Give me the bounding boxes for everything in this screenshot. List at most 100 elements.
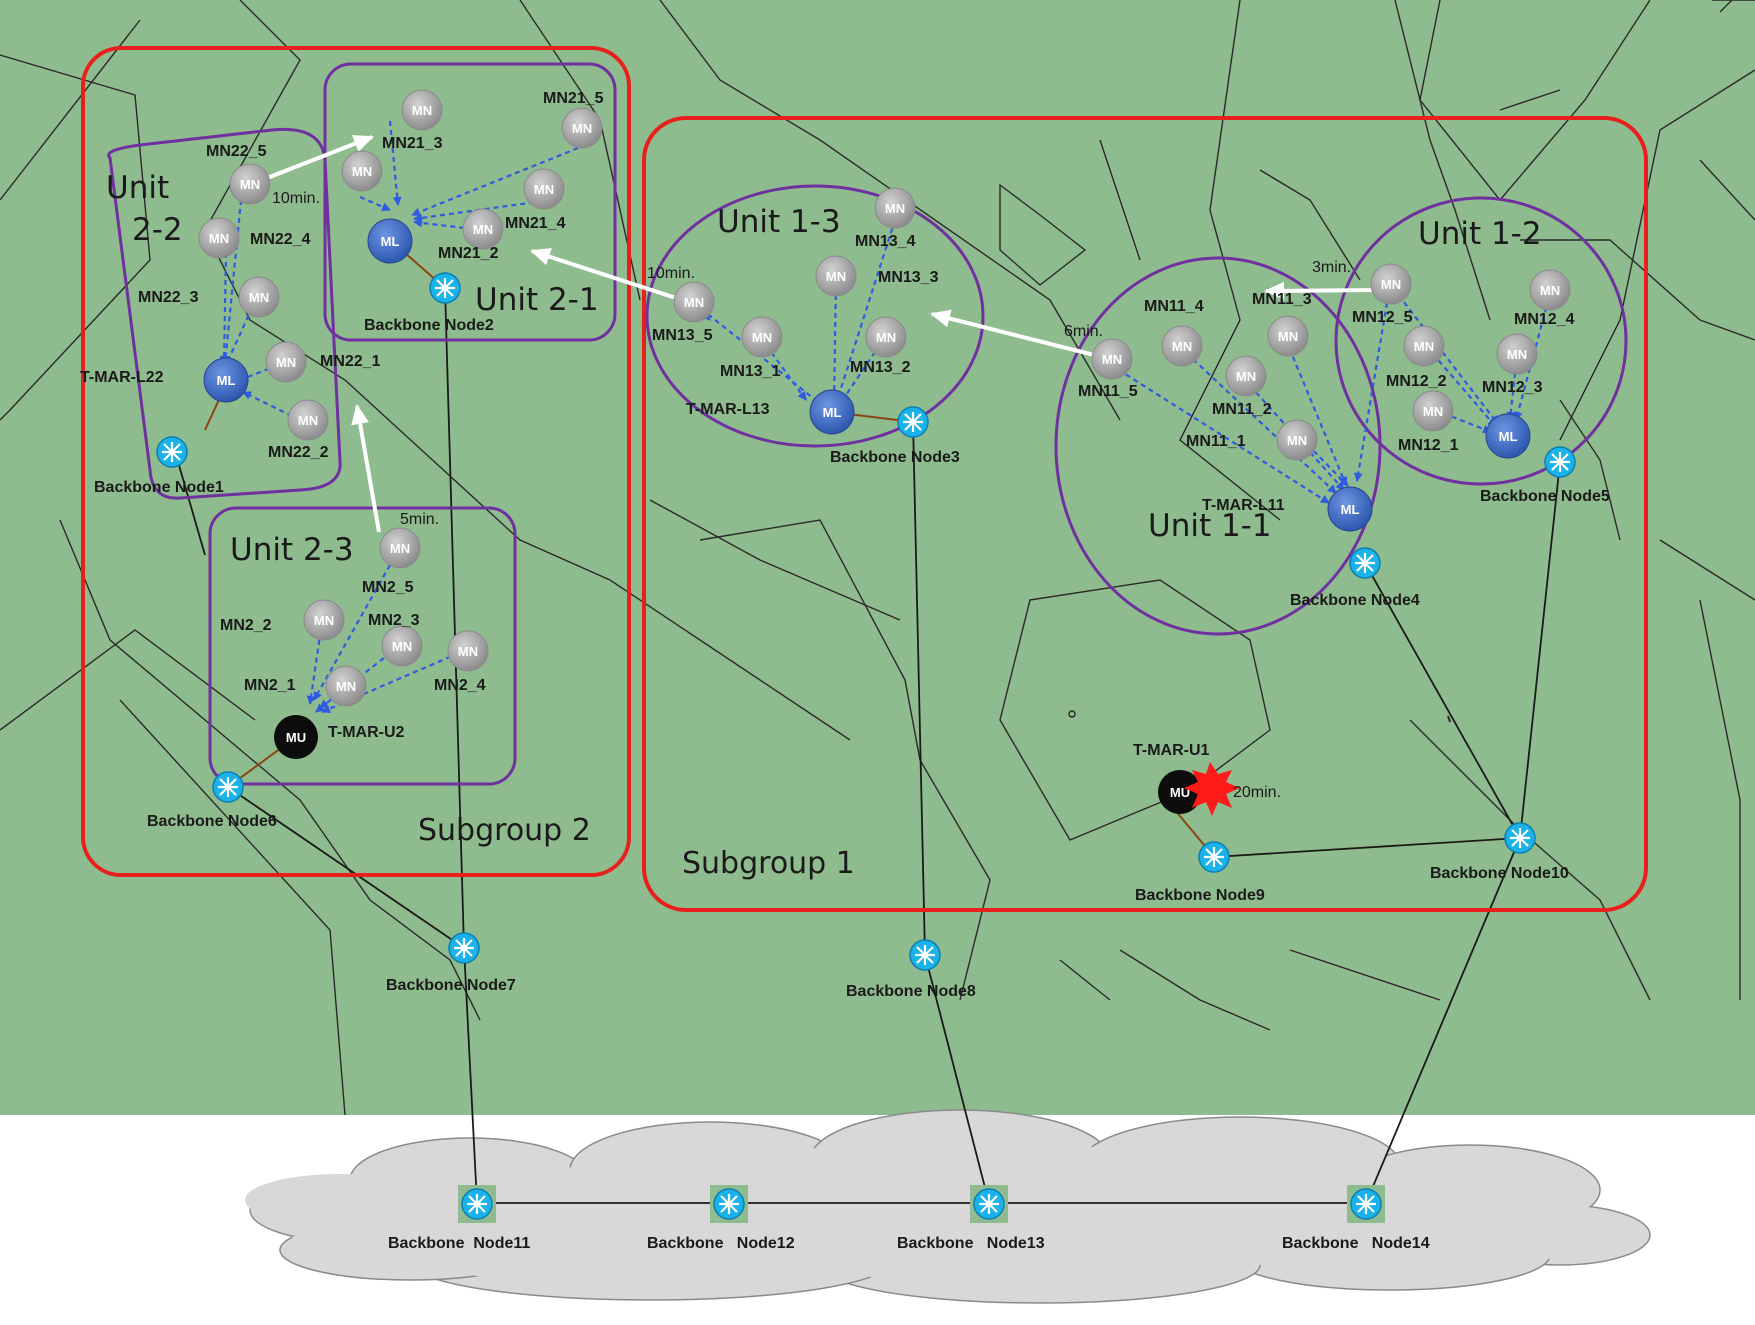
backbone-labels: Backbone Node1 Backbone Node2 Backbone N… bbox=[94, 317, 1610, 1252]
mar-label: T-MAR-L13 bbox=[686, 401, 770, 418]
svg-text:MU: MU bbox=[1170, 785, 1190, 800]
time-label: 5min. bbox=[400, 511, 439, 528]
backbone-label: Backbone Node7 bbox=[386, 977, 516, 994]
mar-label: T-MAR-U2 bbox=[328, 724, 405, 741]
svg-text:MN: MN bbox=[352, 164, 372, 179]
backbone-label: Backbone Node2 bbox=[364, 317, 494, 334]
unit-2-2-title-line2: 2-2 bbox=[132, 212, 183, 248]
backbone-label: Backbone Node3 bbox=[830, 449, 960, 466]
svg-text:MN: MN bbox=[240, 177, 260, 192]
node-label: MN12_3 bbox=[1482, 379, 1543, 396]
time-label: 20min. bbox=[1233, 784, 1281, 801]
svg-text:MN: MN bbox=[390, 541, 410, 556]
svg-text:MN: MN bbox=[1172, 339, 1192, 354]
mobile-nodes: MN MN MN MN MN MN MN MN MN MN MN MN MN M… bbox=[198, 89, 1571, 707]
subgroup-2-title: Subgroup 2 bbox=[418, 813, 591, 848]
node-label: MN13_1 bbox=[720, 363, 781, 380]
svg-text:MN: MN bbox=[876, 330, 896, 345]
backbone-label: Backbone Node8 bbox=[846, 983, 976, 1000]
backbone-label: Backbone Node12 bbox=[647, 1235, 795, 1252]
node-label: MN13_3 bbox=[878, 269, 939, 286]
map-background bbox=[0, 0, 1755, 1115]
svg-text:ML: ML bbox=[1341, 502, 1360, 517]
backbone-label: Backbone Node5 bbox=[1480, 488, 1610, 505]
node-label: MN2_3 bbox=[368, 612, 420, 629]
mar-label: T-MAR-U1 bbox=[1133, 742, 1210, 759]
svg-text:MN: MN bbox=[1507, 347, 1527, 362]
svg-text:ML: ML bbox=[217, 373, 236, 388]
time-label: 10min. bbox=[272, 190, 320, 207]
unit-2-1-title: Unit 2-1 bbox=[475, 282, 599, 318]
time-label: 6min. bbox=[1064, 323, 1103, 340]
unit-2-3-title: Unit 2-3 bbox=[230, 532, 354, 568]
node-label: MN11_2 bbox=[1212, 401, 1272, 418]
svg-text:MN: MN bbox=[1423, 404, 1443, 419]
node-label: MN11_3 bbox=[1252, 291, 1312, 308]
node-label: MN11_1 bbox=[1186, 433, 1246, 450]
svg-text:MN: MN bbox=[298, 413, 318, 428]
unit-1-1-title: Unit 1-1 bbox=[1148, 508, 1272, 544]
subgroup-1-title: Subgroup 1 bbox=[682, 846, 855, 881]
backbone-label: Backbone Node1 bbox=[94, 479, 224, 496]
svg-text:MN: MN bbox=[684, 295, 704, 310]
node-label: MN21_2 bbox=[438, 245, 499, 262]
unit-1-2-title: Unit 1-2 bbox=[1418, 216, 1542, 252]
svg-text:MU: MU bbox=[286, 730, 306, 745]
svg-text:MN: MN bbox=[826, 269, 846, 284]
failure-burst-icon bbox=[1184, 762, 1240, 816]
svg-text:ML: ML bbox=[1499, 429, 1518, 444]
node-label: MN11_4 bbox=[1144, 298, 1204, 315]
svg-text:ML: ML bbox=[381, 234, 400, 249]
backbone-label: Backbone Node6 bbox=[147, 813, 277, 830]
svg-text:MN: MN bbox=[276, 355, 296, 370]
mar-label: T-MAR-L11 bbox=[1202, 497, 1285, 514]
svg-text:MN: MN bbox=[1278, 329, 1298, 344]
node-label: MN11_5 bbox=[1078, 383, 1138, 400]
time-label: 10min. bbox=[647, 265, 695, 282]
svg-text:MN: MN bbox=[572, 121, 592, 136]
time-label: 3min. bbox=[1312, 259, 1351, 276]
svg-text:MN: MN bbox=[1102, 352, 1122, 367]
svg-text:MN: MN bbox=[209, 231, 229, 246]
svg-text:MN: MN bbox=[412, 103, 432, 118]
node-label: MN21_3 bbox=[382, 135, 443, 152]
svg-text:ML: ML bbox=[823, 405, 842, 420]
backbone-label: Backbone Node13 bbox=[897, 1235, 1045, 1252]
node-label: MN13_4 bbox=[855, 233, 916, 250]
svg-text:MN: MN bbox=[314, 613, 334, 628]
svg-text:MN: MN bbox=[249, 290, 269, 305]
node-label: MN2_4 bbox=[434, 677, 486, 694]
svg-text:MN: MN bbox=[1287, 433, 1307, 448]
node-label: MN22_2 bbox=[268, 444, 329, 461]
node-label: MN2_1 bbox=[244, 677, 296, 694]
unit-1-3-title: Unit 1-3 bbox=[717, 204, 841, 240]
node-label: MN21_4 bbox=[505, 215, 566, 232]
node-label: MN22_5 bbox=[206, 143, 267, 160]
node-label: MN22_4 bbox=[250, 231, 311, 248]
node-label: MN22_3 bbox=[138, 289, 199, 306]
svg-text:MN: MN bbox=[1381, 277, 1401, 292]
subgroup-2-box bbox=[81, 46, 631, 877]
svg-text:MN: MN bbox=[392, 639, 412, 654]
node-label: MN13_5 bbox=[652, 327, 713, 344]
svg-text:MN: MN bbox=[534, 182, 554, 197]
node-label: MN21_5 bbox=[543, 90, 604, 107]
leader-nodes: ML ML ML ML ML MU MU bbox=[203, 218, 1531, 814]
backbone-label: Backbone Node9 bbox=[1135, 887, 1265, 904]
node-label: MN2_2 bbox=[220, 617, 272, 634]
movement-arrows bbox=[261, 135, 1378, 533]
unit-2-2-title-line1: Unit bbox=[106, 170, 169, 206]
mar-label: T-MAR-L22 bbox=[80, 369, 164, 386]
svg-text:MN: MN bbox=[752, 330, 772, 345]
svg-text:MN: MN bbox=[1540, 283, 1560, 298]
svg-text:MN: MN bbox=[458, 644, 478, 659]
subgroup-1-box bbox=[642, 116, 1648, 912]
node-label: MN13_2 bbox=[850, 359, 911, 376]
unit-boundaries bbox=[107, 62, 1628, 786]
node-label: MN2_5 bbox=[362, 579, 414, 596]
node-label: MN22_1 bbox=[320, 353, 381, 370]
backbone-label: Backbone Node4 bbox=[1290, 592, 1420, 609]
svg-text:MN: MN bbox=[1236, 369, 1256, 384]
svg-text:MN: MN bbox=[1414, 339, 1434, 354]
